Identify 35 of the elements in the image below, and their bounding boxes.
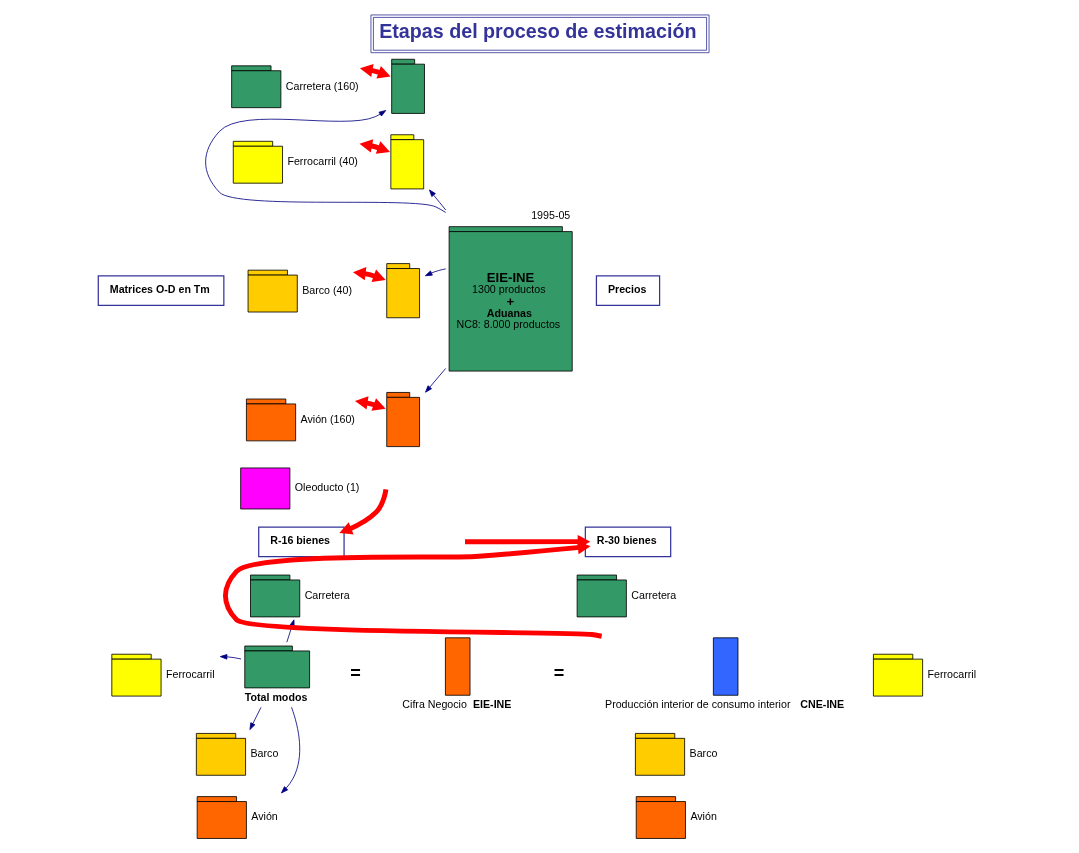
node-box: Matrices O-D en Tm [97, 275, 224, 307]
arrow [338, 488, 388, 535]
arrow [428, 189, 446, 211]
arrow [204, 110, 446, 213]
arrow [249, 706, 261, 730]
node-box: Precios [595, 275, 660, 307]
node-label: Cifra Negocio EIE-INE [401, 697, 511, 710]
node-label: Avión (160) [300, 412, 355, 425]
arrow [285, 619, 295, 643]
node-label: Avión [689, 810, 717, 823]
arrow [464, 534, 591, 555]
node-label: Ferrocarril (40) [286, 155, 358, 168]
arrow [219, 654, 241, 660]
label: = [553, 662, 564, 683]
diagram-title: Etapas del proceso de estimación [378, 20, 696, 43]
node-label: Producción interior de consumo interior CNE-INE [604, 697, 844, 710]
node-box: R-30 bienes [584, 526, 671, 558]
node-label: Barco (40) [301, 283, 352, 296]
arrow [280, 706, 300, 794]
node-label: Total modos [244, 690, 307, 703]
arrow [222, 534, 602, 639]
node-box: R-16 bienes [257, 526, 345, 558]
node-label: Carretera [630, 588, 676, 601]
node-label: Ferrocarril [165, 667, 215, 680]
node-label: Avión [250, 810, 278, 823]
node-label: Carretera (160) [285, 79, 359, 92]
arrow [424, 368, 446, 393]
node-label: Barco [250, 747, 278, 760]
node-label: Ferrocarril [927, 667, 976, 680]
node-label: Oleoducto (1) [294, 481, 359, 494]
node-label: Barco [689, 747, 717, 760]
arrow [424, 268, 446, 277]
node-label: 1995-05 [530, 208, 570, 221]
label: = [349, 662, 361, 683]
node-label: Carretera [304, 588, 350, 601]
